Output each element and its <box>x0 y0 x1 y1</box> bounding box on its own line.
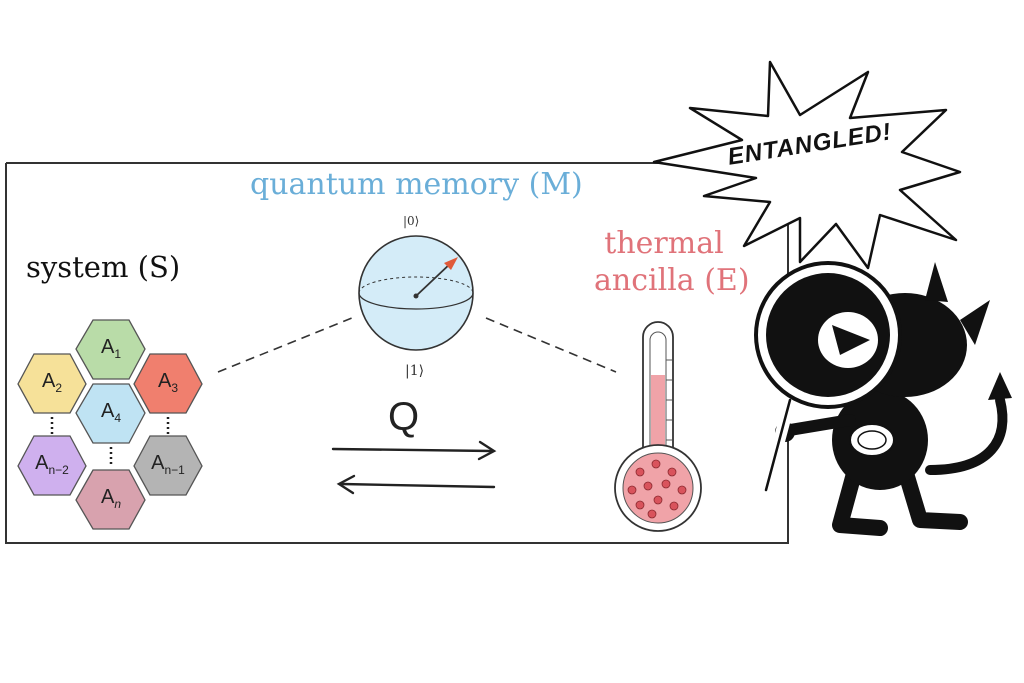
hexagon-an-1 <box>133 435 203 496</box>
thermal-title: thermal ancilla (E) <box>594 225 750 299</box>
memory-title: quantum memory (M) <box>250 167 583 202</box>
speech-burst-icon <box>652 60 962 270</box>
hexagon-a2 <box>17 353 87 414</box>
dashed-link-system-memory <box>217 317 353 373</box>
ket-one-label: |1⟩ <box>405 363 425 379</box>
hexagon-label-a4: A4 <box>100 400 122 425</box>
hexagon-label-a3: A3 <box>157 370 179 395</box>
thermometer-icon <box>614 321 702 532</box>
q-symbol: Q <box>388 395 420 439</box>
ket-zero-label: |0⟩ <box>403 214 420 228</box>
hexagon-dots <box>50 417 170 467</box>
hexagon-a3 <box>133 353 203 414</box>
hexagon-label-a1: A1 <box>100 336 122 361</box>
hexagon-label-an: An <box>100 486 122 511</box>
hexagon-label-a2: A2 <box>41 370 63 395</box>
hexagon-cluster <box>17 319 203 530</box>
hexagon-label-an-2: An−2 <box>35 452 69 477</box>
dashed-link-memory-ancilla <box>485 317 617 373</box>
hexagon-a4 <box>75 383 146 444</box>
hexagon-an-2 <box>17 435 87 496</box>
hexagon-label-an-1: An−1 <box>151 452 185 477</box>
hexagon-a1 <box>75 319 146 380</box>
thermal-title-line1: thermal <box>604 226 724 261</box>
exchange-arrows <box>331 440 497 495</box>
system-title: system (S) <box>26 250 181 284</box>
hexagon-an <box>75 469 146 530</box>
demon-with-magnifier-icon <box>754 261 1012 536</box>
thermal-title-line2: ancilla (E) <box>594 263 750 298</box>
bloch-sphere-icon <box>358 235 474 351</box>
